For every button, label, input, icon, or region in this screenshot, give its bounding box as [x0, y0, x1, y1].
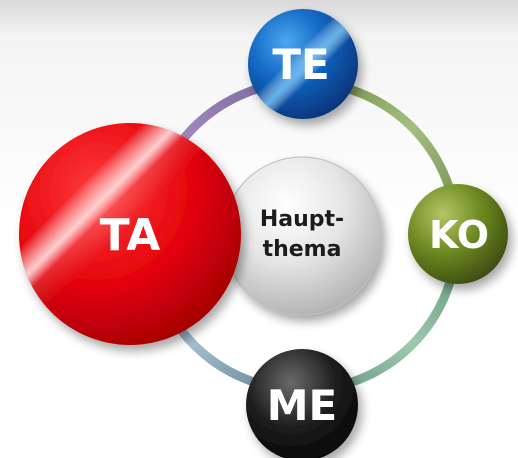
node-ko: KO — [408, 184, 508, 284]
center-label-line1: Haupt- — [260, 207, 344, 232]
node-ko-label: KO — [429, 213, 489, 257]
node-me: ME — [246, 349, 358, 458]
node-ta: TA — [19, 123, 241, 345]
node-te: TE — [248, 9, 358, 119]
center-label-line2: thema — [263, 237, 342, 262]
node-ta-label: TA — [100, 210, 161, 261]
node-te-label: TE — [272, 40, 329, 89]
node-me-label: ME — [267, 381, 338, 430]
center-node: Haupt- thema — [222, 156, 382, 316]
